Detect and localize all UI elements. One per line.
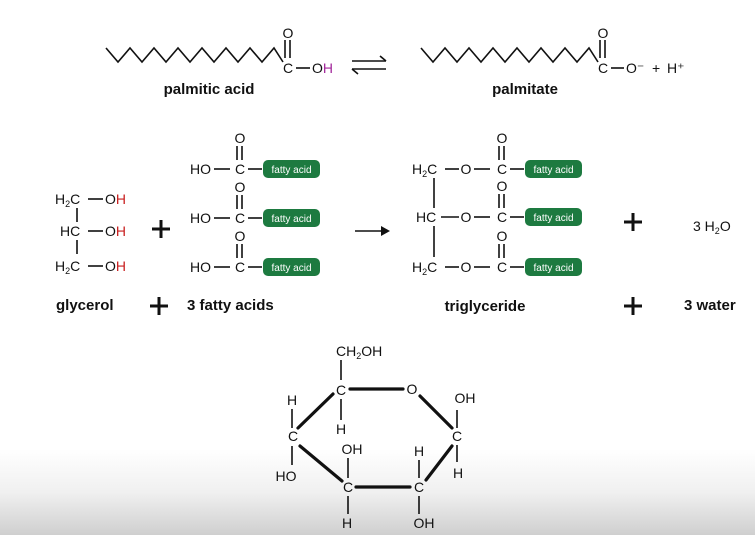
svg-text:OH: OH (105, 191, 126, 207)
palmitic-acid-structure: O C OH palmitic acid (105, 25, 333, 98)
plus-sign-1 (152, 220, 170, 238)
svg-text:OH: OH (414, 515, 435, 531)
o-minus: O⁻ (626, 60, 644, 76)
svg-text:OH: OH (342, 441, 363, 457)
fatty-acid-tag (525, 208, 582, 226)
carboxylate-c: C (598, 60, 608, 76)
carbonyl-o: O (283, 25, 294, 41)
carbonyl-o: O (598, 25, 609, 41)
svg-text:C: C (235, 210, 245, 226)
water-label: 3 water (684, 297, 736, 314)
plus-sign-2 (624, 213, 642, 231)
svg-text:fatty acid: fatty acid (271, 214, 311, 225)
svg-text:O: O (497, 130, 508, 146)
plus-sign-small: + (652, 60, 660, 76)
svg-text:O: O (461, 259, 472, 275)
svg-text:H2C: H2C (412, 161, 437, 179)
svg-text:O: O (497, 228, 508, 244)
fatty-acids-label: 3 fatty acids (187, 297, 274, 314)
svg-text:fatty acid: fatty acid (533, 165, 573, 176)
svg-text:C: C (497, 161, 507, 177)
svg-text:OH: OH (105, 223, 126, 239)
svg-text:H2C: H2C (412, 259, 437, 277)
svg-text:fatty acid: fatty acid (533, 263, 573, 274)
plus-sign-3 (150, 297, 168, 315)
svg-text:O: O (461, 209, 472, 225)
fatty-acid-tag (263, 160, 320, 178)
fatty-acid-tag (263, 258, 320, 276)
glycerol-structure: H2C OH HC OH H2C OH (55, 191, 126, 276)
svg-text:OH: OH (105, 258, 126, 274)
svg-text:OH: OH (455, 390, 476, 406)
ring-c2: C (414, 479, 424, 495)
equilibrium-arrows (351, 55, 387, 75)
glycerol-hc: HC (60, 223, 80, 239)
svg-text:C: C (497, 259, 507, 275)
fatty-acids-structure: O HO C fatty acid O HO C fatty acid O HO… (190, 130, 320, 276)
palmitate-chain (420, 46, 599, 64)
fatty-acid-tag (263, 209, 320, 227)
glycerol-label: glycerol (56, 297, 114, 314)
svg-text:H: H (414, 443, 424, 459)
svg-text:O: O (235, 130, 246, 146)
ring-c3: C (343, 479, 353, 495)
palmitic-acid-chain (105, 46, 284, 64)
svg-text:fatty acid: fatty acid (271, 165, 311, 176)
water-formula: 3 H2O (693, 218, 731, 236)
triglyceride-label: triglyceride (445, 298, 526, 315)
ring-c4: C (288, 428, 298, 444)
svg-text:HO: HO (190, 210, 211, 226)
glucose-ring-structure: CH2OH C H O C C C C OH H H HO OH H H (276, 343, 476, 531)
ring-c1: C (452, 428, 462, 444)
ring-c5: C (336, 382, 346, 398)
svg-text:C: C (235, 161, 245, 177)
svg-text:H: H (342, 515, 352, 531)
svg-text:HO: HO (190, 259, 211, 275)
svg-text:HC: HC (416, 209, 436, 225)
ch2oh-group: CH2OH (336, 343, 382, 361)
svg-text:H2C: H2C (55, 258, 80, 276)
svg-text:O: O (461, 161, 472, 177)
svg-text:HO: HO (190, 161, 211, 177)
reaction-arrow (355, 226, 390, 236)
hydroxyl-group: OH (312, 60, 333, 76)
palmitate-label: palmitate (492, 81, 558, 98)
fatty-acid-tag (525, 258, 582, 276)
svg-text:H2C: H2C (55, 191, 80, 209)
svg-text:fatty acid: fatty acid (271, 263, 311, 274)
triglyceride-structure: H2C O HC O H2C O O C fatty acid O C fatt… (412, 130, 582, 277)
fatty-acid-tag (525, 160, 582, 178)
svg-text:C: C (235, 259, 245, 275)
plus-sign-4 (624, 297, 642, 315)
svg-text:fatty acid: fatty acid (533, 213, 573, 224)
proton: H⁺ (667, 60, 685, 76)
carboxyl-c: C (283, 60, 293, 76)
palmitate-structure: O C O⁻ + H⁺ palmitate (420, 25, 685, 98)
svg-text:O: O (235, 228, 246, 244)
svg-text:HO: HO (276, 468, 297, 484)
svg-text:O: O (235, 179, 246, 195)
svg-text:H: H (453, 465, 463, 481)
svg-text:C: C (497, 209, 507, 225)
svg-text:O: O (497, 178, 508, 194)
svg-text:H: H (287, 392, 297, 408)
ring-oxygen: O (407, 381, 418, 397)
svg-text:H: H (336, 421, 346, 437)
palmitic-acid-label: palmitic acid (164, 81, 255, 98)
